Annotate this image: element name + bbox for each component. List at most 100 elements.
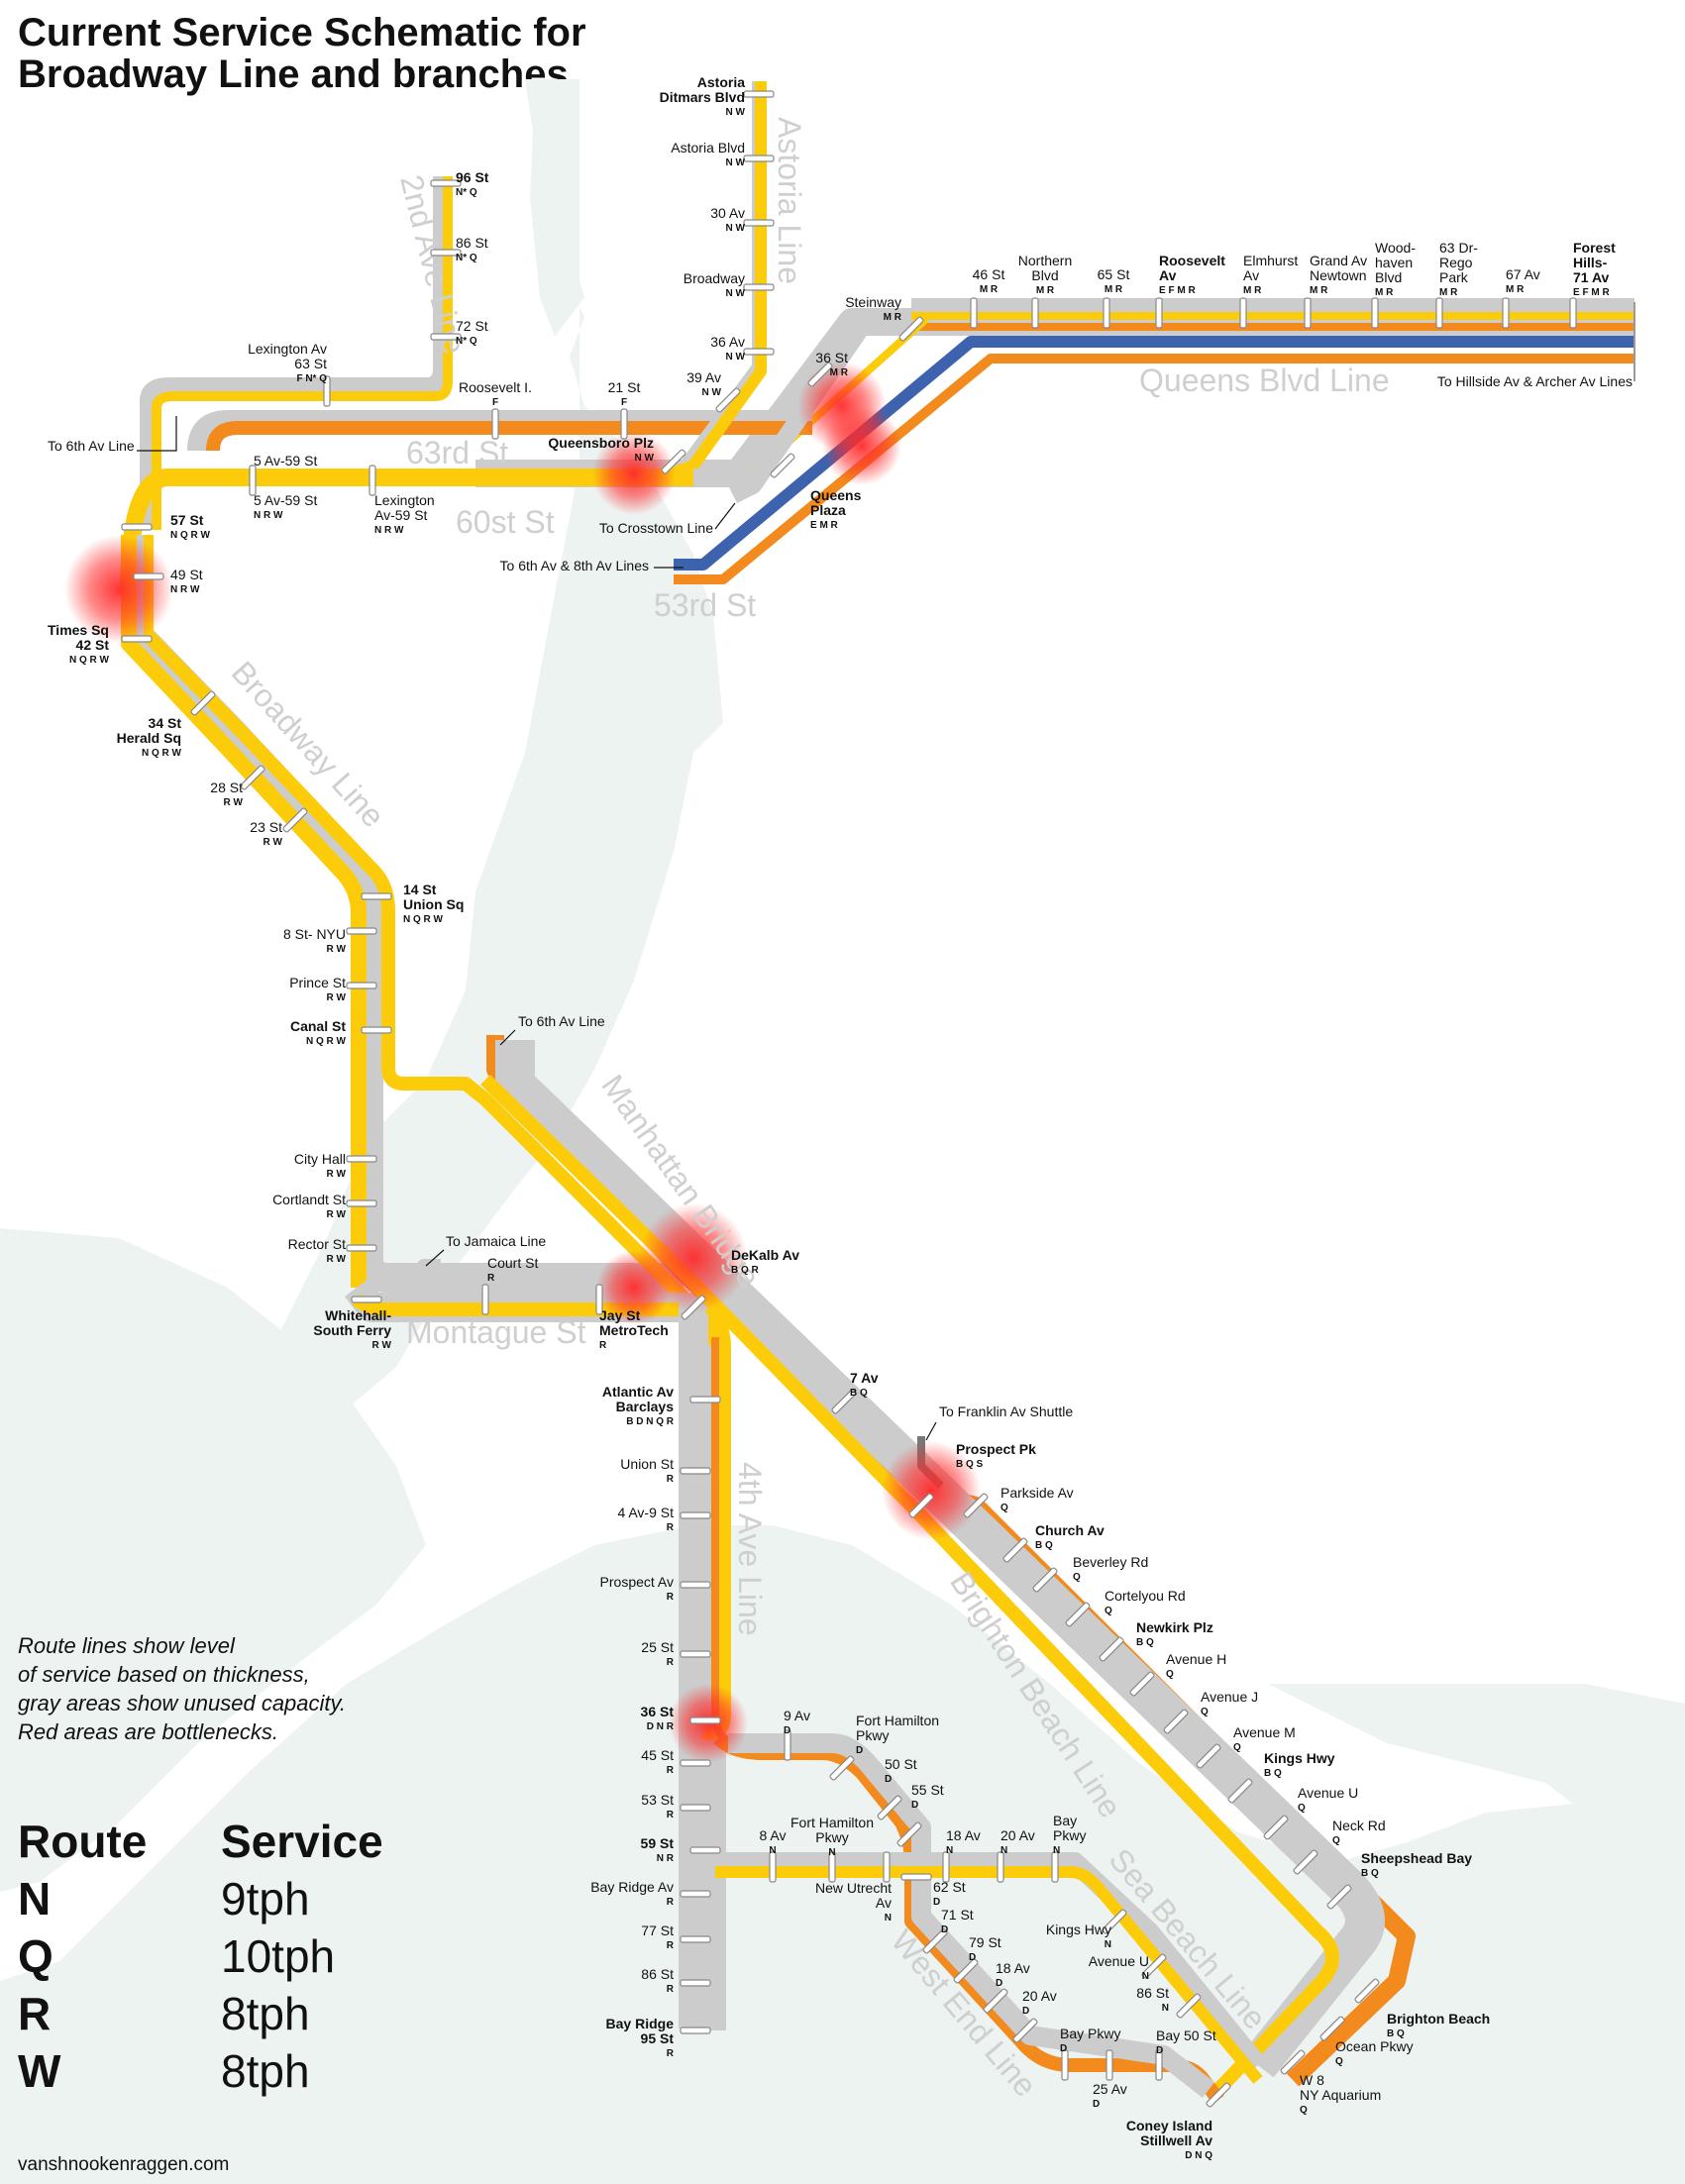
station-tick[interactable]: [249, 465, 257, 496]
station-tick[interactable]: [680, 2027, 711, 2034]
station-tick[interactable]: [680, 1979, 711, 1987]
station-tick[interactable]: [770, 453, 795, 478]
station-tick[interactable]: [121, 523, 153, 531]
station-tick[interactable]: [680, 1759, 711, 1767]
station-tick[interactable]: [1061, 2049, 1069, 2081]
station-tick[interactable]: [743, 283, 775, 291]
station-tick[interactable]: [1155, 2049, 1163, 2081]
station-tick[interactable]: [831, 1389, 857, 1414]
station-tick[interactable]: [828, 1851, 836, 1883]
station-label[interactable]: 5 Av-59 St: [254, 453, 317, 468]
station-tick[interactable]: [689, 1846, 721, 1854]
station-tick[interactable]: [1502, 297, 1510, 329]
station-label[interactable]: Roosevelt I.F: [459, 379, 532, 408]
station-tick[interactable]: [715, 387, 741, 413]
station-tick[interactable]: [1155, 297, 1163, 329]
credit-link[interactable]: vanshnookenraggen.com: [18, 2154, 230, 2175]
station-tick[interactable]: [689, 1396, 721, 1404]
station-tick[interactable]: [361, 1026, 392, 1034]
station-tick[interactable]: [680, 1890, 711, 1898]
station-tick[interactable]: [346, 1199, 377, 1207]
station-tick[interactable]: [1031, 297, 1039, 329]
station-tick[interactable]: [681, 1295, 706, 1320]
station-tick[interactable]: [883, 1851, 891, 1883]
station-tick[interactable]: [1293, 1849, 1318, 1875]
station-tick[interactable]: [620, 408, 628, 440]
station-tick[interactable]: [953, 1958, 979, 1984]
station-tick[interactable]: [807, 362, 833, 387]
station-tick[interactable]: [1051, 1851, 1059, 1883]
station-tick[interactable]: [491, 408, 499, 440]
station-tick[interactable]: [133, 572, 164, 580]
station-tick[interactable]: [351, 1296, 382, 1303]
station-tick[interactable]: [896, 1821, 922, 1847]
station-tick[interactable]: [908, 1493, 934, 1518]
station-tick[interactable]: [1141, 1953, 1167, 1979]
station-tick[interactable]: [1196, 1743, 1221, 1769]
station-tick[interactable]: [829, 1755, 855, 1781]
station-tick[interactable]: [1102, 1909, 1127, 1934]
station-tick[interactable]: [346, 927, 377, 935]
station-tick[interactable]: [1206, 2082, 1231, 2108]
station-tick[interactable]: [1304, 297, 1312, 329]
station-tick[interactable]: [743, 155, 775, 162]
station-tick[interactable]: [922, 1928, 948, 1954]
station-tick[interactable]: [1227, 1778, 1253, 1804]
station-tick[interactable]: [1263, 1815, 1289, 1840]
station-tick[interactable]: [361, 892, 392, 900]
station-tick[interactable]: [877, 1795, 902, 1820]
